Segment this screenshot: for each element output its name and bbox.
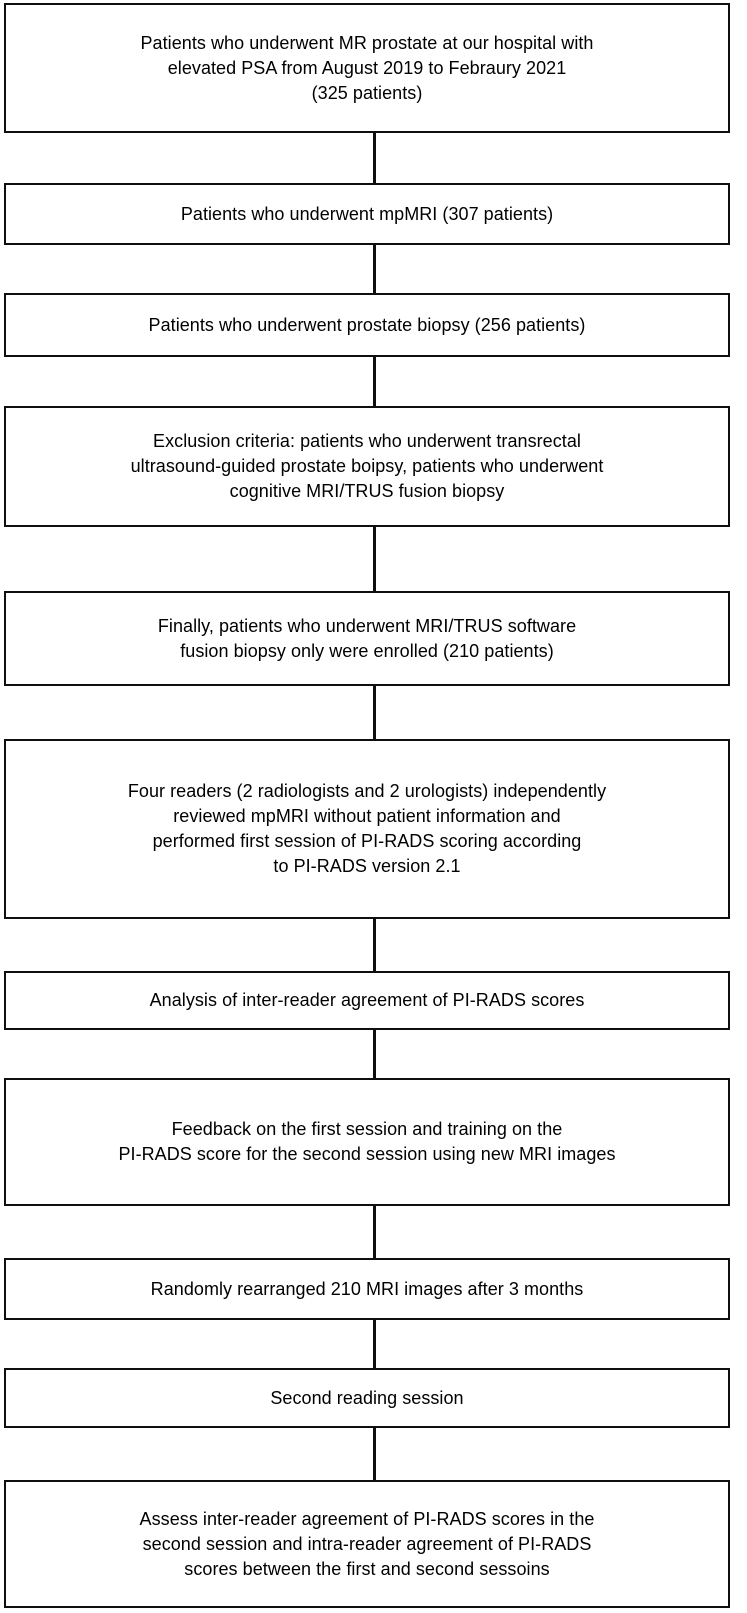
flow-node-text: Assess inter-reader agreement of PI-RADS… <box>139 1508 595 1579</box>
flow-node-text: Second reading session <box>270 1387 464 1408</box>
connector-n2-n3 <box>373 243 376 295</box>
flow-node-feedback-training: Feedback on the first session and traini… <box>4 1078 730 1206</box>
flow-node-prostate-biopsy: Patients who underwent prostate biopsy (… <box>4 293 730 357</box>
flow-node-final-enrolled: Finally, patients who underwent MRI/TRUS… <box>4 591 730 686</box>
connector-n3-n4 <box>373 355 376 408</box>
flow-node-text: Finally, patients who underwent MRI/TRUS… <box>157 615 577 661</box>
flow-node-text: Patients who underwent mpMRI (307 patien… <box>180 203 554 224</box>
flow-node-enrollment-source: Patients who underwent MR prostate at ou… <box>4 3 730 133</box>
flow-node-text: Patients who underwent prostate biopsy (… <box>148 314 586 335</box>
flow-node-text: Four readers (2 radiologists and 2 urolo… <box>127 781 607 876</box>
flow-node-mpmri: Patients who underwent mpMRI (307 patien… <box>4 183 730 245</box>
flow-node-exclusion-criteria: Exclusion criteria: patients who underwe… <box>4 406 730 527</box>
flow-node-text: Patients who underwent MR prostate at ou… <box>140 32 594 103</box>
flow-node-randomly-rearranged: Randomly rearranged 210 MRI images after… <box>4 1258 730 1320</box>
connector-n10-n11 <box>373 1426 376 1482</box>
flow-node-first-reading-session: Four readers (2 radiologists and 2 urolo… <box>4 739 730 919</box>
flow-node-second-reading-session: Second reading session <box>4 1368 730 1428</box>
connector-n1-n2 <box>373 131 376 185</box>
connector-n9-n10 <box>373 1318 376 1370</box>
connector-n8-n9 <box>373 1204 376 1260</box>
connector-n6-n7 <box>373 917 376 973</box>
flow-node-text: Feedback on the first session and traini… <box>118 1119 616 1164</box>
flow-node-text: Analysis of inter-reader agreement of PI… <box>149 990 585 1010</box>
flow-node-text: Exclusion criteria: patients who underwe… <box>130 431 604 501</box>
flow-node-inter-reader-analysis: Analysis of inter-reader agreement of PI… <box>4 971 730 1030</box>
connector-n7-n8 <box>373 1028 376 1080</box>
connector-n5-n6 <box>373 684 376 741</box>
connector-n4-n5 <box>373 525 376 593</box>
flow-node-text: Randomly rearranged 210 MRI images after… <box>150 1278 584 1299</box>
flow-node-assess-agreement: Assess inter-reader agreement of PI-RADS… <box>4 1480 730 1608</box>
